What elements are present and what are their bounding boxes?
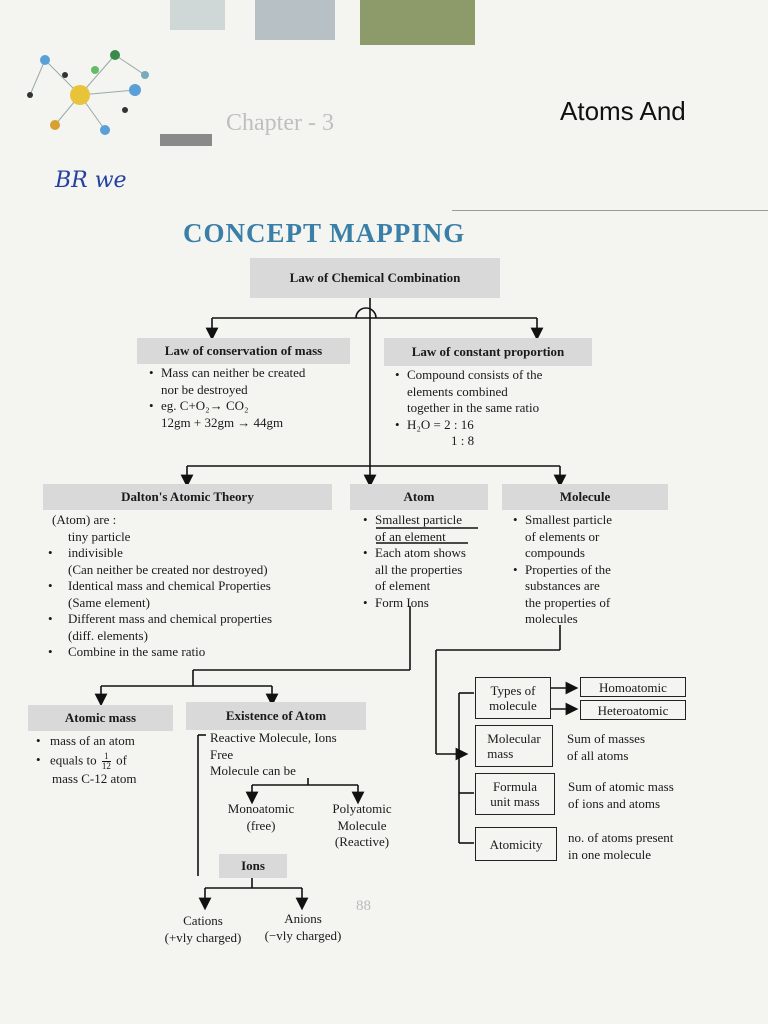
header-divider-bar — [160, 134, 212, 146]
atomic-mass-text: •mass of an atom • equals to 1 12 of mas… — [28, 733, 137, 787]
conservation-point: eg. C+O₂→ CO₂ — [147, 398, 305, 415]
anions-label: Anions (−vly charged) — [264, 911, 342, 943]
atom-line: of an element — [375, 528, 446, 544]
constant-point: 1 : 8 — [451, 433, 475, 448]
atomicity-box: Atomicity — [475, 827, 557, 861]
dalton-line: Identical mass and chemical Properties — [46, 578, 272, 595]
atom-line: all the properties — [375, 561, 463, 577]
dalton-heading: Dalton's Atomic Theory — [43, 484, 332, 510]
atomic-mass-line: equals to — [50, 751, 97, 767]
section-rule — [452, 210, 768, 211]
page-title: CONCEPT MAPPING — [183, 218, 466, 248]
atom-line: Smallest particle — [361, 512, 466, 529]
atom-line: Each atom shows — [361, 545, 466, 562]
dalton-line: Different mass and chemical properties — [46, 611, 272, 628]
dalton-line: (Atom) are : — [52, 512, 117, 527]
dalton-line: (Same element) — [68, 594, 150, 610]
molecule-line: Smallest particle — [511, 512, 612, 529]
fraction: 1 12 — [101, 751, 111, 771]
molecule-line: molecules — [525, 611, 578, 626]
existence-list: Reactive Molecule, Ions Free Molecule ca… — [196, 730, 337, 780]
conservation-heading: Law of conservation of mass — [137, 338, 350, 364]
existence-line: Reactive Molecule, Ions — [210, 730, 337, 745]
fraction-numerator: 1 — [101, 751, 111, 762]
dalton-line: tiny particle — [68, 528, 131, 544]
polyatomic-label: Polyatomic Molecule (Reactive) — [332, 801, 392, 849]
constant-heading: Law of constant proportion — [384, 338, 592, 366]
conservation-point: nor be destroyed — [161, 381, 248, 397]
molecule-decoration-icon — [27, 50, 149, 135]
monoatomic-label: Monoatomic (free) — [227, 801, 295, 833]
constant-point: Compound consists of the — [393, 367, 542, 384]
molecule-heading: Molecule — [502, 484, 668, 510]
ions-heading: Ions — [219, 854, 287, 878]
molecule-line: substances are — [525, 578, 600, 593]
atom-line: Form Ions — [361, 595, 466, 612]
chapter-faint-label: Chapter - 3 — [226, 110, 334, 136]
constant-list: Compound consists of the elements combin… — [393, 367, 542, 450]
dalton-line: (diff. elements) — [68, 627, 148, 643]
conservation-point: Mass can neither be created — [147, 365, 305, 382]
header-photo-strip-3 — [360, 0, 475, 45]
molecular-mass-desc: Sum of masses of all atoms — [567, 731, 645, 763]
atomic-mass-line: mass C-12 atom — [52, 770, 137, 786]
atom-list: Smallest particle of an element Each ato… — [361, 512, 466, 611]
atomic-mass-line: of — [116, 751, 127, 767]
constant-point: H₂O = 2 : 16 — [393, 417, 542, 434]
dalton-line: indivisible — [46, 545, 272, 562]
molecule-list: Smallest particle of elements or compoun… — [511, 512, 612, 628]
header-photo-strip-2 — [255, 0, 335, 40]
constant-point: together in the same ratio — [407, 400, 540, 415]
existence-heading: Existence of Atom — [186, 702, 366, 730]
molecule-line: compounds — [525, 545, 585, 560]
existence-line: Free — [210, 746, 234, 762]
heteroatomic-box: Heteroatomic — [580, 700, 686, 720]
conservation-point: 12gm + 32gm → 44gm — [161, 414, 284, 430]
atom-heading: Atom — [350, 484, 488, 510]
atomic-mass-line: mass of an atom — [50, 733, 135, 748]
atom-line: of element — [375, 578, 431, 593]
cations-label: Cations (+vly charged) — [164, 913, 242, 945]
molecule-line: the properties of — [525, 594, 611, 610]
fraction-denominator: 12 — [101, 760, 111, 771]
root-box: Law of Chemical Combination — [250, 258, 500, 298]
handwritten-note: BR we — [55, 168, 127, 193]
dalton-line: (Can neither be created nor destroyed) — [68, 561, 268, 577]
page-number: 88 — [356, 898, 371, 914]
formula-unit-mass-desc: Sum of atomic mass of ions and atoms — [568, 779, 674, 811]
header-photo-strip-1 — [170, 0, 225, 30]
constant-point: elements combined — [407, 383, 508, 399]
dalton-list: (Atom) are : tiny particle indivisible (… — [46, 512, 272, 661]
existence-line: Molecule can be — [210, 763, 296, 778]
atomic-mass-heading: Atomic mass — [28, 705, 173, 731]
homoatomic-box: Homoatomic — [580, 677, 686, 697]
dalton-line: Combine in the same ratio — [46, 644, 272, 661]
conservation-list: Mass can neither be created nor be destr… — [147, 365, 305, 431]
molecule-line: Properties of the — [511, 562, 612, 579]
atomicity-desc: no. of atoms present in one molecule — [568, 830, 674, 862]
molecule-line: of elements or — [525, 528, 600, 544]
chapter-title: Atoms And — [560, 96, 686, 126]
